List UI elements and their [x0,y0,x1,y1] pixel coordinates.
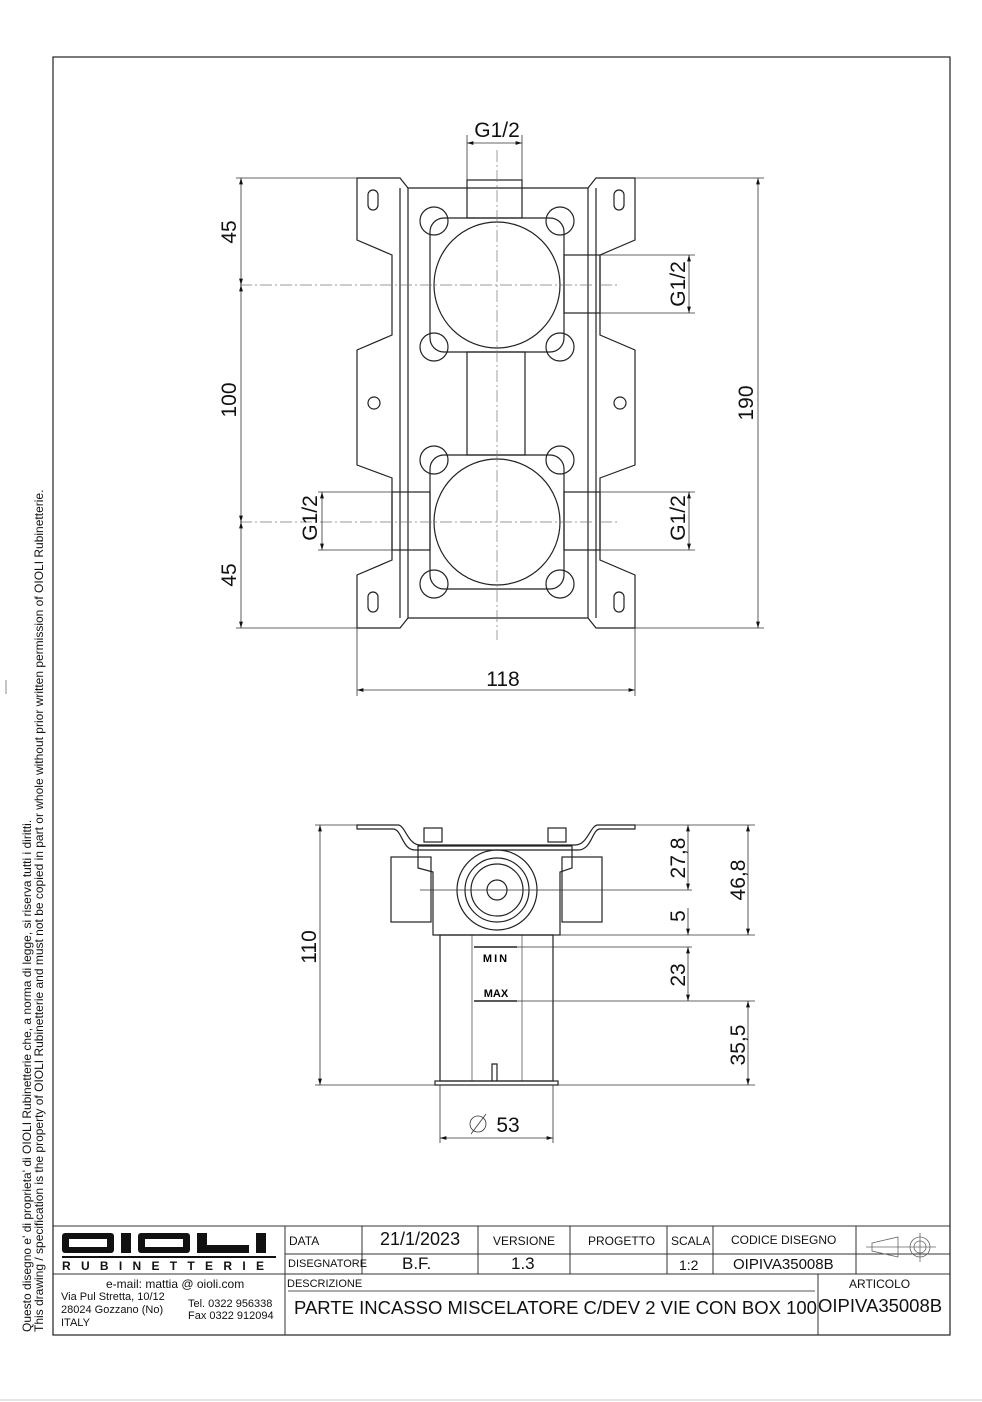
dim-diameter-53: 53 [496,1114,519,1137]
diameter-icon [469,1115,487,1133]
logo-subtitle: RUBINETTERIE [62,1259,275,1273]
address-line-2: 28024 Gozzano (No) [61,1304,164,1316]
front-view [240,150,636,640]
telephone: Tel. 0322 956338 [188,1298,273,1310]
descrizione-label: DESCRIZIONE [287,1278,363,1290]
copyright-notice-english: This drawing / specification is the prop… [32,489,46,1332]
dim-110: 110 [298,930,321,963]
articolo-label: ARTICOLO [849,1277,911,1291]
fax: Fax 0322 912094 [188,1310,274,1322]
email: e-mail: mattia @ oioli.com [106,1277,245,1291]
scala-label: SCALA [671,1234,711,1248]
min-label: MIN [483,953,509,965]
dim-190: 190 [735,385,758,420]
dim-5: 5 [667,910,690,922]
versione-value: 1.3 [511,1254,535,1273]
codice-label: CODICE DISEGNO [731,1233,837,1247]
dim-46-8: 46,8 [727,860,750,901]
data-label: DATA [289,1234,320,1248]
descrizione-value: PARTE INCASSO MISCELATORE C/DEV 2 VIE CO… [294,1297,817,1318]
max-label: MAX [484,988,509,1000]
projection-symbol-icon [866,1233,936,1262]
dim-top-thread: G1/2 [474,119,520,142]
address-line-1: Via Pul Stretta, 10/12 [61,1291,165,1303]
dim-45-bottom: 45 [218,563,241,586]
oioli-logo [62,1233,276,1258]
disegnatore-value: B.F. [402,1254,432,1273]
scala-value: 1:2 [679,1257,699,1273]
dim-27-8: 27,8 [667,838,690,879]
codice-value: OIPIVA35008B [733,1256,834,1273]
dim-thread-left-lower: G1/2 [299,495,322,541]
dim-35-5: 35,5 [727,1025,750,1066]
dim-23: 23 [667,963,690,986]
progetto-label: PROGETTO [588,1234,656,1248]
front-dimensions [236,135,764,696]
dim-thread-right-lower: G1/2 [667,495,690,541]
dim-thread-right-upper: G1/2 [667,261,690,307]
sheet-border [52,56,951,1336]
dim-100: 100 [218,382,241,417]
dim-45-top: 45 [218,220,241,243]
dim-118: 118 [486,668,519,691]
side-dimensions [315,824,755,1143]
articolo-value: OIPIVA35008B [818,1295,943,1316]
address-line-3: ITALY [61,1317,90,1329]
data-value: 21/1/2023 [380,1229,461,1249]
disegnatore-label: DISEGNATORE [288,1258,368,1270]
title-block-grid [53,1225,950,1335]
versione-label: VERSIONE [493,1234,556,1248]
